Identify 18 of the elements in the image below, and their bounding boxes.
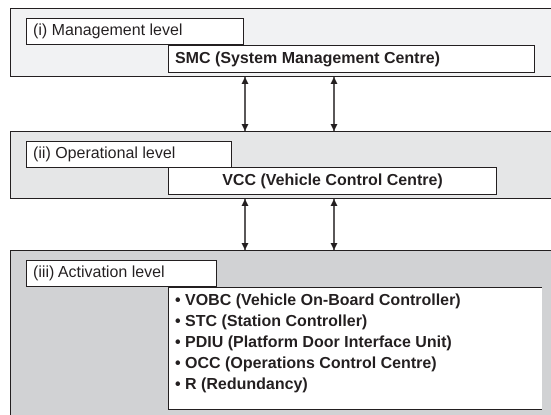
level-band <box>10 131 551 199</box>
level-label: (iii) Activation level <box>26 260 217 287</box>
list-item: • PDIU (Platform Door Interface Unit) <box>175 333 453 353</box>
list-item: • STC (Station Controller) <box>175 312 368 332</box>
level-band <box>10 8 551 77</box>
double-arrow <box>242 199 248 250</box>
list-item: • R (Redundancy) <box>175 375 309 395</box>
component-list-box <box>168 287 542 410</box>
level-label: (ii) Operational level <box>26 141 232 168</box>
level-band <box>10 250 551 415</box>
component-box: SMC (System Management Centre) <box>168 45 535 73</box>
double-arrow <box>330 77 338 131</box>
list-item: • OCC (Operations Control Centre) <box>175 354 438 374</box>
list-item: • VOBC (Vehicle On-Board Controller) <box>175 291 462 311</box>
level-label: (i) Management level <box>26 18 244 45</box>
double-arrow <box>330 199 338 250</box>
component-box: VCC (Vehicle Control Centre) <box>168 167 497 195</box>
double-arrow <box>242 77 248 131</box>
